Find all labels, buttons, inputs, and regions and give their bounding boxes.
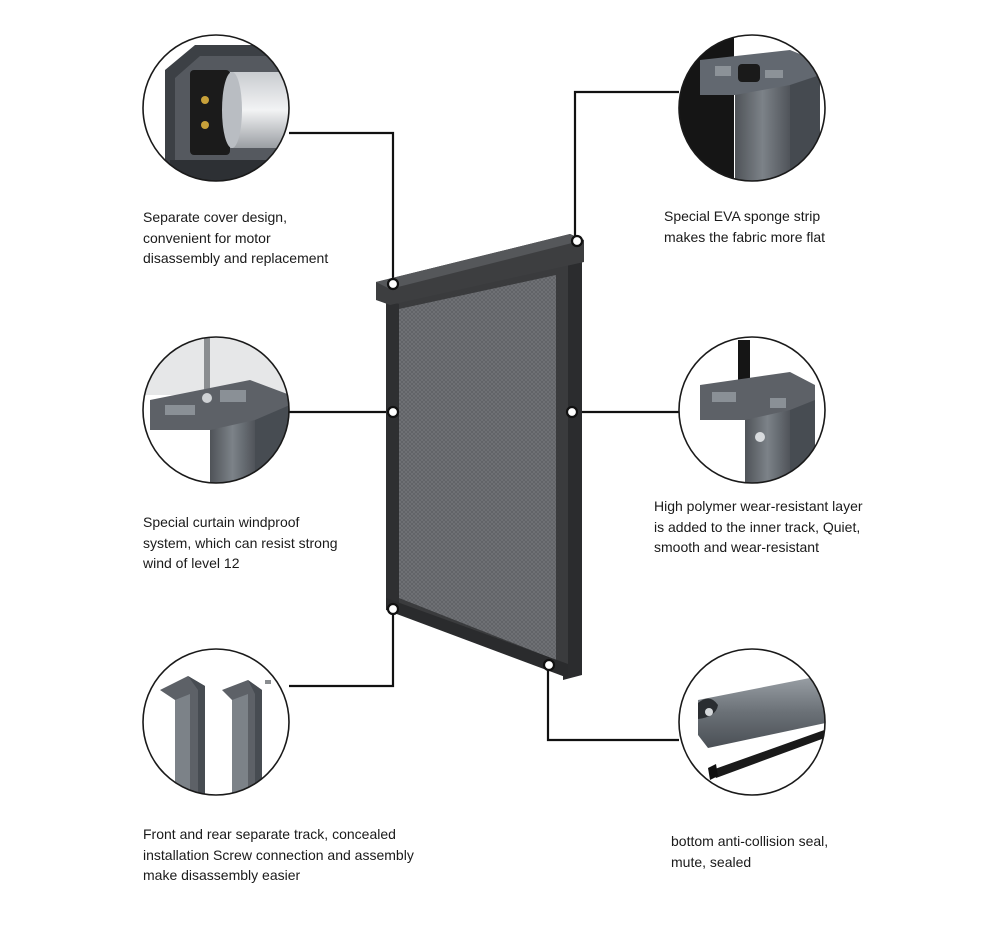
top-cassette-front — [376, 234, 584, 289]
caption-line: disassembly and replacement — [143, 250, 329, 266]
caption-line: mute, sealed — [671, 853, 752, 870]
detail-circle-windproof — [142, 336, 290, 484]
caption-line: Separate cover design, — [143, 209, 287, 225]
caption-line: make disassembly easier — [143, 867, 301, 883]
caption-line: smooth and wear-resistant — [654, 539, 819, 555]
caption-line: installation Screw connection and assemb… — [143, 846, 414, 863]
caption-polymer: High polymer wear-resistant layer is add… — [654, 496, 863, 558]
caption-eva: Special EVA sponge strip makes the fabri… — [664, 206, 825, 247]
leader-line-seal — [546, 665, 679, 742]
bottom-bar — [386, 598, 568, 678]
leader-line-eva — [573, 90, 679, 240]
caption-line: Special EVA sponge strip — [664, 208, 821, 224]
screen-unit — [376, 234, 584, 680]
caption-seal: bottom anti-collision seal, mute, sealed — [671, 831, 828, 872]
caption-line: Special curtain windproof — [143, 514, 300, 530]
dot-cover — [386, 277, 400, 291]
dot-track — [386, 602, 400, 616]
detail-circle-eva — [678, 34, 826, 182]
caption-cover: Separate cover design, convenient for mo… — [143, 207, 328, 269]
caption-track: Front and rear separate track, concealed… — [143, 824, 414, 886]
caption-line: bottom anti-collision seal, — [671, 833, 829, 849]
mesh-fabric — [399, 275, 556, 660]
left-rail — [386, 300, 399, 603]
dot-eva — [570, 234, 584, 248]
caption-line: convenient for motor — [143, 229, 271, 246]
leader-line-track — [289, 609, 395, 688]
caption-windproof: Special curtain windproof system, which … — [143, 512, 338, 574]
caption-line: makes the fabric more flat — [664, 228, 826, 245]
dot-polymer — [565, 405, 579, 419]
dot-windproof — [386, 405, 400, 419]
caption-line: wind of level 12 — [143, 555, 240, 571]
detail-circle-seal — [678, 648, 826, 796]
dot-seal — [542, 658, 556, 672]
caption-line: is added to the inner track, Quiet, — [654, 518, 861, 535]
caption-line: system, which can resist strong — [143, 534, 338, 551]
detail-circle-track — [142, 648, 290, 796]
caption-line: High polymer wear-resistant layer — [654, 498, 863, 514]
detail-circle-polymer — [678, 336, 826, 484]
leader-lines — [289, 90, 679, 742]
connector-dots — [386, 234, 584, 672]
detail-circle-cover — [142, 34, 290, 182]
leader-line-cover — [289, 131, 395, 282]
caption-line: Front and rear separate track, concealed — [143, 826, 396, 842]
